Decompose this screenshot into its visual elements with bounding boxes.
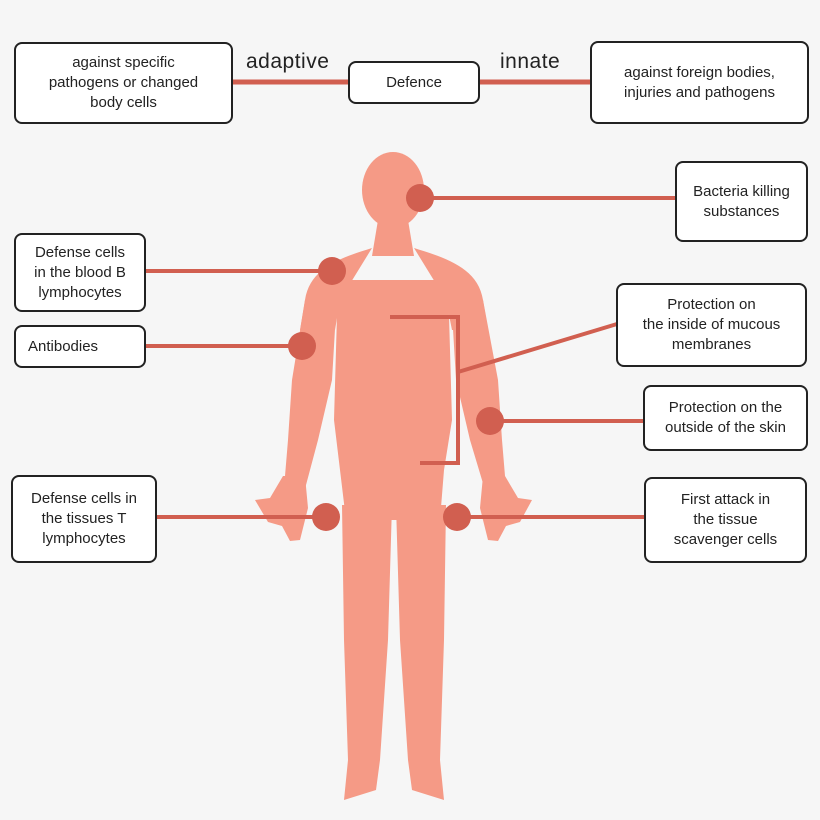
dot-head [406,184,434,212]
label-antibodies: Antibodies [14,325,146,368]
dot-left-hip [312,503,340,531]
connector-mucous [457,322,618,374]
dot-right-arm [476,407,504,435]
label-t-lymphocytes: Defense cells in the tissues T lymphocyt… [11,475,157,563]
label-b-lymphocytes: Defense cells in the blood B lymphocytes [14,233,146,312]
label-skin: Protection on the outside of the skin [643,385,808,451]
label-bacteria-killing: Bacteria killing substances [675,161,808,242]
adaptive-description-box: against specific pathogens or changed bo… [14,42,233,124]
adaptive-label: adaptive [246,50,330,73]
label-scavenger-cells: First attack in the tissue scavenger cel… [644,477,807,563]
defence-box: Defence [348,61,480,104]
innate-label: innate [500,50,561,73]
human-body-silhouette [255,152,532,800]
innate-description-box: against foreign bodies, injuries and pat… [590,41,809,124]
dot-right-hip [443,503,471,531]
mucous-bracket [390,315,460,465]
dot-shoulder [318,257,346,285]
label-mucous-membranes: Protection on the inside of mucous membr… [616,283,807,367]
dot-upper-arm [288,332,316,360]
